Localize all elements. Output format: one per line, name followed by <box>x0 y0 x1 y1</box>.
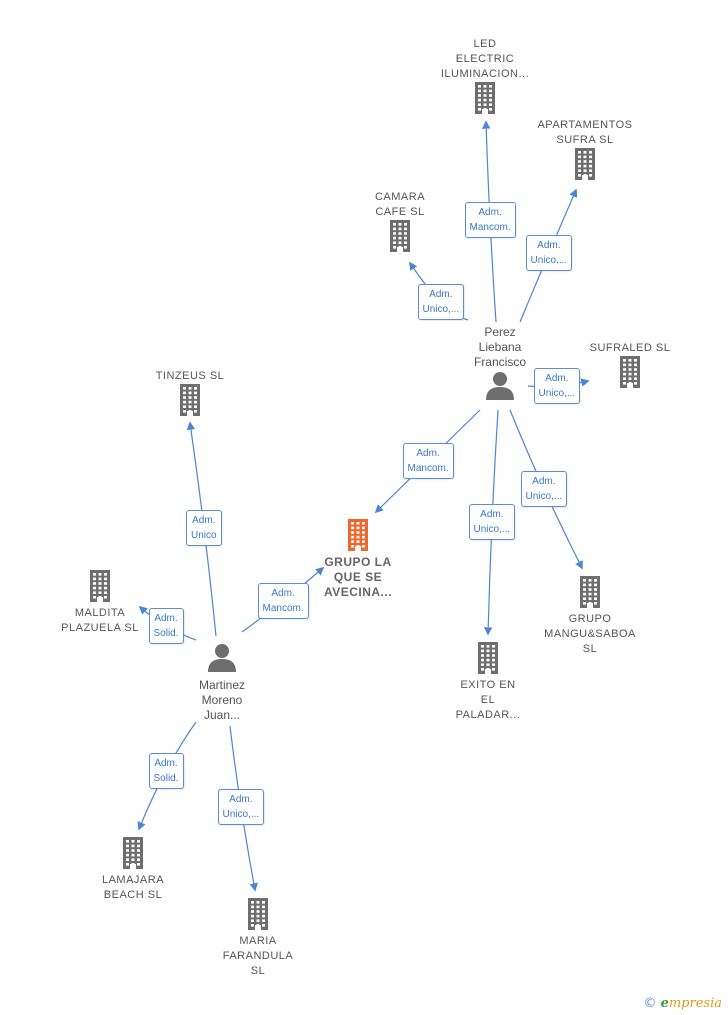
building-icon <box>570 148 600 184</box>
edge-label-martinez-to-maria[interactable]: Adm. Unico,... <box>217 789 265 825</box>
building-icon <box>575 576 605 612</box>
node-tinzeus[interactable]: TINZEUS SL <box>130 369 250 420</box>
building-icon <box>85 570 115 606</box>
node-label: LED ELECTRIC ILUMINACION... <box>440 38 530 80</box>
edge-label-perez-to-mangu[interactable]: Adm. Unico,... <box>520 471 568 507</box>
node-label: Martinez Moreno Juan... <box>198 678 245 722</box>
node-camara[interactable]: CAMARA CAFE SL <box>340 190 460 256</box>
node-label: SUFRALED SL <box>589 342 671 354</box>
person-icon <box>485 370 515 406</box>
building-icon <box>243 898 273 934</box>
building-icon <box>175 384 205 420</box>
person-icon <box>207 642 237 678</box>
node-exito[interactable]: EXITO EN EL PALADAR... <box>428 642 548 723</box>
node-sufraled[interactable]: SUFRALED SL <box>570 341 690 392</box>
node-lamajara[interactable]: LAMAJARA BEACH SL <box>73 837 193 903</box>
edge-label-perez-to-led[interactable]: Adm. Mancom. <box>464 202 516 238</box>
edge-label-perez-to-exito[interactable]: Adm. Unico,... <box>468 504 516 540</box>
edge-label-martinez-to-grupo_la[interactable]: Adm. Mancom. <box>257 583 309 619</box>
node-label: MARIA FARANDULA SL <box>222 935 294 977</box>
node-maria[interactable]: MARIA FARANDULA SL <box>198 898 318 979</box>
building-icon <box>343 519 373 555</box>
node-maldita[interactable]: MALDITA PLAZUELA SL <box>40 570 160 636</box>
edge-label-martinez-to-lamajara[interactable]: Adm. Solid. <box>148 753 184 789</box>
edge-label-martinez-to-tinzeus[interactable]: Adm. Unico <box>186 510 222 546</box>
node-mangu[interactable]: GRUPO MANGU&SABOA SL <box>530 576 650 657</box>
edge-label-perez-to-camara[interactable]: Adm. Unico,... <box>417 284 465 320</box>
building-icon <box>118 837 148 873</box>
node-led[interactable]: LED ELECTRIC ILUMINACION... <box>425 37 545 118</box>
node-label: CAMARA CAFE SL <box>374 191 426 218</box>
node-perez[interactable]: Perez Liebana Francisco <box>440 325 560 406</box>
node-label: LAMAJARA BEACH SL <box>101 874 165 901</box>
node-apartamentos[interactable]: APARTAMENTOS SUFRA SL <box>525 118 645 184</box>
building-icon <box>615 356 645 392</box>
building-icon <box>385 220 415 256</box>
edge-label-perez-to-apartamentos[interactable]: Adm. Unico,... <box>525 235 573 271</box>
node-label: MALDITA PLAZUELA SL <box>61 607 139 634</box>
building-icon <box>470 82 500 118</box>
node-label: GRUPO MANGU&SABOA SL <box>544 613 636 655</box>
building-icon <box>473 642 503 678</box>
node-label: TINZEUS SL <box>155 370 225 382</box>
node-grupo-la[interactable]: GRUPO LA QUE SE AVECINA... <box>298 519 418 600</box>
copyright-symbol: © <box>643 996 657 1011</box>
edge-label-perez-to-grupo_la[interactable]: Adm. Mancom. <box>402 443 454 479</box>
node-label: APARTAMENTOS SUFRA SL <box>537 119 633 146</box>
brand-name: mpresia <box>668 996 722 1011</box>
node-martinez[interactable]: Martinez Moreno Juan... <box>162 642 282 723</box>
node-label: GRUPO LA QUE SE AVECINA... <box>323 555 393 599</box>
empresia-logo[interactable]: © empresia <box>643 996 722 1011</box>
edge-label-martinez-to-maldita[interactable]: Adm. Solid. <box>148 608 184 644</box>
edge-label-perez-to-sufraled[interactable]: Adm. Unico,... <box>533 368 581 404</box>
brand-initial: e <box>660 996 669 1011</box>
node-label: EXITO EN EL PALADAR... <box>455 679 521 721</box>
node-label: Perez Liebana Francisco <box>473 325 526 369</box>
